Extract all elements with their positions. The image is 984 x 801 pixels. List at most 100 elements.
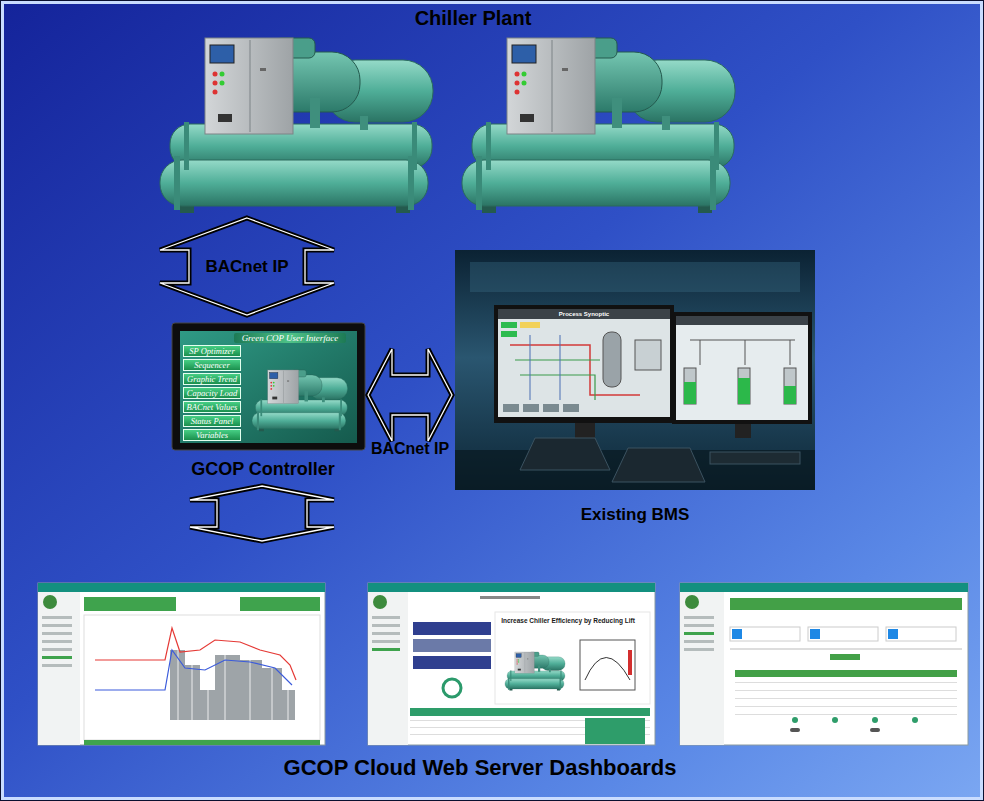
- dashboard-screenshot-part: [413, 656, 491, 669]
- bms-photo-part: [676, 316, 808, 325]
- heading-text: GCOP Controller: [191, 459, 335, 480]
- dashboard-screenshot-part: [808, 627, 878, 641]
- bms-photo-part: [672, 312, 812, 424]
- dashboard-screenshot-part: [42, 664, 72, 667]
- bacnet-arrow: [160, 218, 334, 315]
- controller-screen: [172, 323, 365, 450]
- bms-photo-part: [498, 309, 670, 417]
- dashboard-screenshot-part: [410, 708, 650, 716]
- dashboard-screenshot-part: [735, 670, 957, 677]
- dashboard-screenshot-part: [870, 728, 880, 732]
- controller-screen-part: [180, 331, 357, 443]
- bms-photo-part: [676, 316, 808, 420]
- dashboard-screenshot-part: [628, 650, 632, 675]
- controller-screen-part: [172, 323, 365, 450]
- dashboard-screenshot-part: [735, 690, 957, 691]
- dashboard-screenshot-part: [505, 652, 565, 691]
- dashboard-screenshot-part: [792, 717, 798, 723]
- dashboard-screenshot-part: [832, 717, 838, 723]
- bms-photo-part: [735, 424, 751, 438]
- dashboard-screenshot-part: [368, 583, 655, 592]
- dashboard-screenshot-part: [372, 616, 400, 619]
- bms-photo-part: [503, 404, 519, 412]
- dashboard-screenshot-part: [42, 640, 72, 643]
- dashboard-screenshot-part: [42, 632, 72, 635]
- dashboard-screenshot-part: [372, 632, 400, 635]
- dashboard-screenshot-part: [872, 717, 878, 723]
- chiller-picture-part: [160, 38, 433, 213]
- arrow-inline: [190, 486, 334, 541]
- bms-photo-part: [738, 378, 750, 404]
- menu-button: Variables: [183, 429, 241, 441]
- controller-screen-part: [252, 370, 348, 431]
- dashboard-screenshot-part: [580, 640, 635, 690]
- menu-button: Capacity Load: [183, 387, 241, 399]
- bms-photo-part: [684, 368, 696, 404]
- button-label: Capacity Load: [187, 389, 237, 398]
- arrow-inline: [160, 218, 334, 315]
- dashboard-screenshot-part: [810, 629, 820, 639]
- dashboard-screenshot-part: [84, 740, 320, 745]
- protocol-label: BACnet IP: [371, 440, 449, 458]
- bms-photo-part: [690, 340, 795, 365]
- dashboard-screenshot-part: [680, 583, 968, 745]
- bms-photo-part: [523, 404, 539, 412]
- bms-photo-part: [501, 322, 517, 328]
- banner-text: Green COP User Interface: [242, 334, 339, 343]
- bms-photo-part: [530, 335, 560, 400]
- menu-button: Status Panel: [183, 415, 241, 427]
- background-part: [3, 3, 982, 799]
- bms-photo-part: [635, 340, 661, 370]
- bms-photo-part: [575, 423, 595, 439]
- menu-button: SP Optimizer: [183, 345, 241, 357]
- dashboard-screenshot-part: [38, 583, 325, 745]
- bms-photo-part: [738, 368, 750, 404]
- dashboard-screenshot-part: [372, 648, 400, 651]
- bms-photo-part: [520, 438, 610, 470]
- dashboard-screenshot: [680, 583, 968, 745]
- menu-button: Graphic Trend: [183, 373, 241, 385]
- dashboard-screenshot-part: [730, 627, 800, 641]
- dashboard-screenshot-part: [368, 592, 408, 745]
- dashboard-screenshot-part: [684, 624, 714, 627]
- dashboard-screenshot-part: [730, 598, 962, 610]
- heading-text: GCOP Cloud Web Server Dashboards: [284, 755, 677, 780]
- dashboard-screenshot-part: [912, 717, 918, 723]
- plant-group: Chiller Plant: [150, 2, 940, 215]
- bms-photo-part: [520, 322, 540, 328]
- dashboard-screenshot-part: [372, 640, 400, 643]
- button-label: Variables: [196, 431, 228, 440]
- bms-photo-part: [501, 331, 517, 337]
- bms-photo-part: [455, 250, 815, 490]
- menu-button: Sequencer: [183, 359, 241, 371]
- dashboard-screenshot-part: [84, 615, 320, 740]
- bms-photo-part: [603, 332, 621, 387]
- dashboard-screenshot-part: [585, 718, 645, 744]
- arrow-outline: [190, 486, 334, 541]
- controller-panel: GCOP ControllerGreen COP User InterfaceS…: [172, 318, 365, 482]
- bacnet-arrow: [368, 349, 452, 441]
- button-label: BACnet Values: [187, 403, 238, 412]
- dashboard-screenshot: [38, 583, 325, 745]
- dashboard-screenshot-part: [95, 650, 292, 690]
- dashboard-screenshot-part: [38, 592, 80, 745]
- dashboard-screenshot-part: [735, 706, 957, 707]
- dashboard-screenshot-part: [685, 595, 699, 609]
- bms-photo: [455, 250, 815, 490]
- chiller-picture: [160, 38, 735, 213]
- bms-photo-part: [470, 262, 800, 292]
- dashboard-screenshot-part: [42, 656, 72, 659]
- dashboard-screenshot-part: [730, 648, 962, 650]
- dashboard-screenshot-part: [42, 616, 72, 619]
- chiller-picture-part: [462, 38, 735, 213]
- dashboard-screenshot-part: [735, 714, 957, 715]
- protocol-label: BACnet IP: [205, 257, 288, 276]
- screen-text: Process Synoptic: [559, 311, 609, 318]
- dashboard-screenshot-part: [43, 595, 57, 609]
- button-label: Graphic Trend: [187, 375, 237, 384]
- ui-banner: Green COP User Interface: [234, 333, 346, 343]
